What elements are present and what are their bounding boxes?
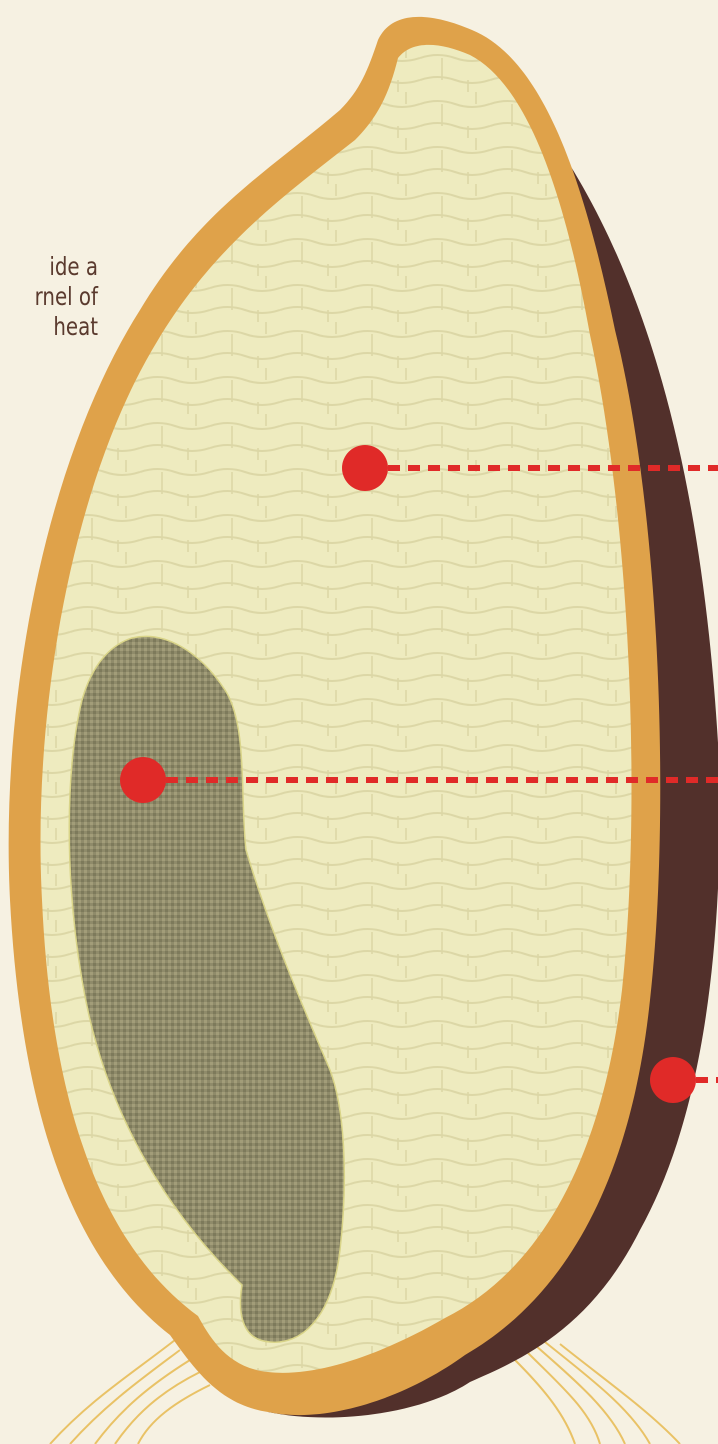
endosperm-marker[interactable] <box>342 445 388 491</box>
germ-marker[interactable] <box>120 757 166 803</box>
wheat-stalk-right-icon <box>515 1342 680 1444</box>
diagram-caption: ide a rnel of heat <box>12 252 98 342</box>
caption-line-3: heat <box>12 312 98 342</box>
bran-marker[interactable] <box>650 1057 696 1103</box>
caption-line-1: ide a <box>12 252 98 282</box>
caption-line-2: rnel of <box>12 282 98 312</box>
